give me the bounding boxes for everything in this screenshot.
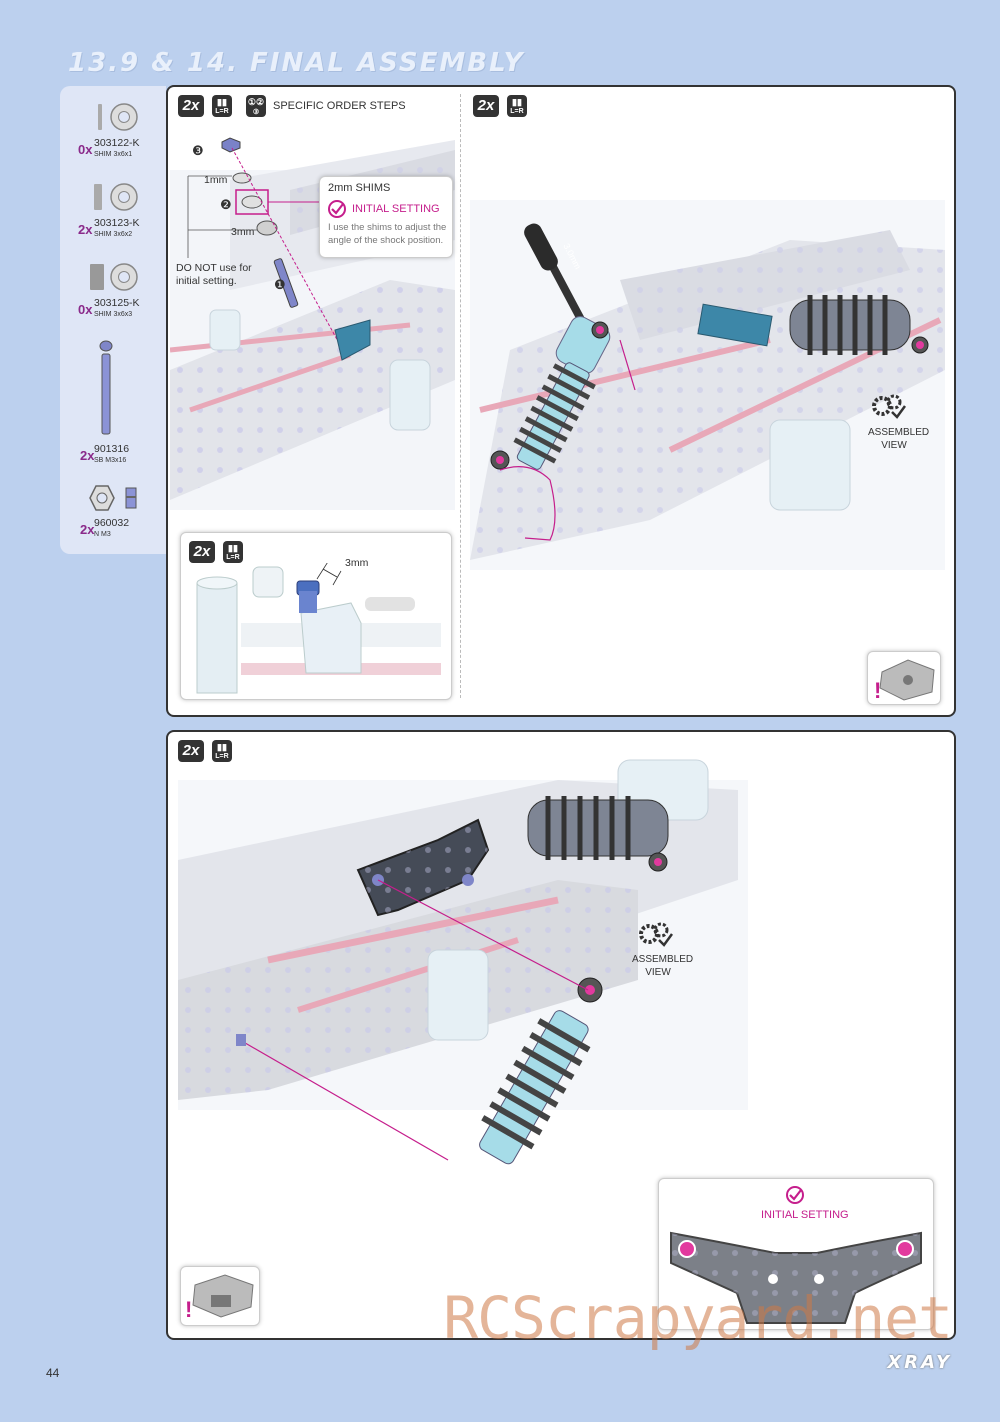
callout-setting: INITIAL SETTING [352, 203, 440, 215]
part-qty: 2x [80, 522, 95, 537]
do-not-use-note: DO NOT use for initial setting. [176, 262, 252, 287]
quantity-badge: 2x [189, 541, 215, 563]
label-1mm: 1mm [204, 174, 228, 186]
part-qty: 2x [80, 448, 95, 463]
warning-part-icon: ! [874, 659, 935, 703]
part-qty: 2x [78, 222, 93, 237]
step-number-3: ❸ [192, 143, 204, 158]
specific-order-label: SPECIFIC ORDER STEPS [273, 100, 406, 112]
detail-3mm-label: 3mm [345, 557, 369, 569]
page-number: 44 [46, 1366, 60, 1380]
callout-text: I use the shims to adjust the angle of t… [328, 222, 447, 246]
assembled-view-icon [639, 922, 674, 947]
callout-title: 2mm SHIMS [328, 182, 391, 194]
shim-thick-icon [90, 263, 138, 291]
warning-part-icon: ! [185, 1274, 254, 1322]
left-right-badge: ▮▮L=R [212, 740, 232, 762]
shim-medium-icon [94, 183, 138, 211]
screw-icon [99, 340, 113, 435]
check-badge-icon [328, 200, 346, 218]
svg-text:!: ! [185, 1297, 192, 1322]
check-badge-icon [786, 1186, 804, 1204]
quantity-badge: 2x [473, 95, 499, 117]
shim-thin-icon [98, 103, 138, 131]
shock-install-illustration [470, 200, 945, 570]
quantity-badge: 2x [178, 740, 204, 762]
step-number-1: ❶ [274, 277, 286, 292]
label-3mm: 3mm [231, 226, 255, 238]
assembled-view-icon [872, 394, 907, 419]
left-right-badge: ▮▮L=R [223, 541, 243, 563]
shock-tower-illustration [178, 759, 748, 1165]
page-title: 13.9 & 14. FINAL ASSEMBLY [68, 48, 525, 78]
detail-inset: 2x ▮▮L=R 3mm [180, 532, 452, 700]
left-right-badge: ▮▮L=R [507, 95, 527, 117]
part-qty: 0x [78, 302, 93, 317]
panel-divider [460, 94, 461, 698]
warning-thumbnail[interactable]: ! [867, 651, 941, 705]
watermark: RCScrapyard.net [443, 1284, 953, 1352]
part-qty: 0x [78, 142, 93, 157]
brand-logo: XRAY [887, 1352, 952, 1373]
svg-text:!: ! [874, 678, 881, 703]
initial-setting-label: INITIAL SETTING [761, 1209, 849, 1221]
step-number-2: ❷ [220, 197, 232, 212]
shims-callout: 2mm SHIMS INITIAL SETTING I use the shim… [319, 176, 453, 258]
initial-setting-inset: INITIAL SETTING [658, 1178, 934, 1330]
shim-detail-illustration [196, 563, 441, 694]
warning-thumbnail[interactable]: ! [180, 1266, 260, 1326]
shock-tower-plate-icon [670, 1231, 922, 1324]
nut-icon [89, 485, 137, 511]
left-right-badge: ▮▮L=R [212, 95, 232, 117]
quantity-badge: 2x [178, 95, 204, 117]
